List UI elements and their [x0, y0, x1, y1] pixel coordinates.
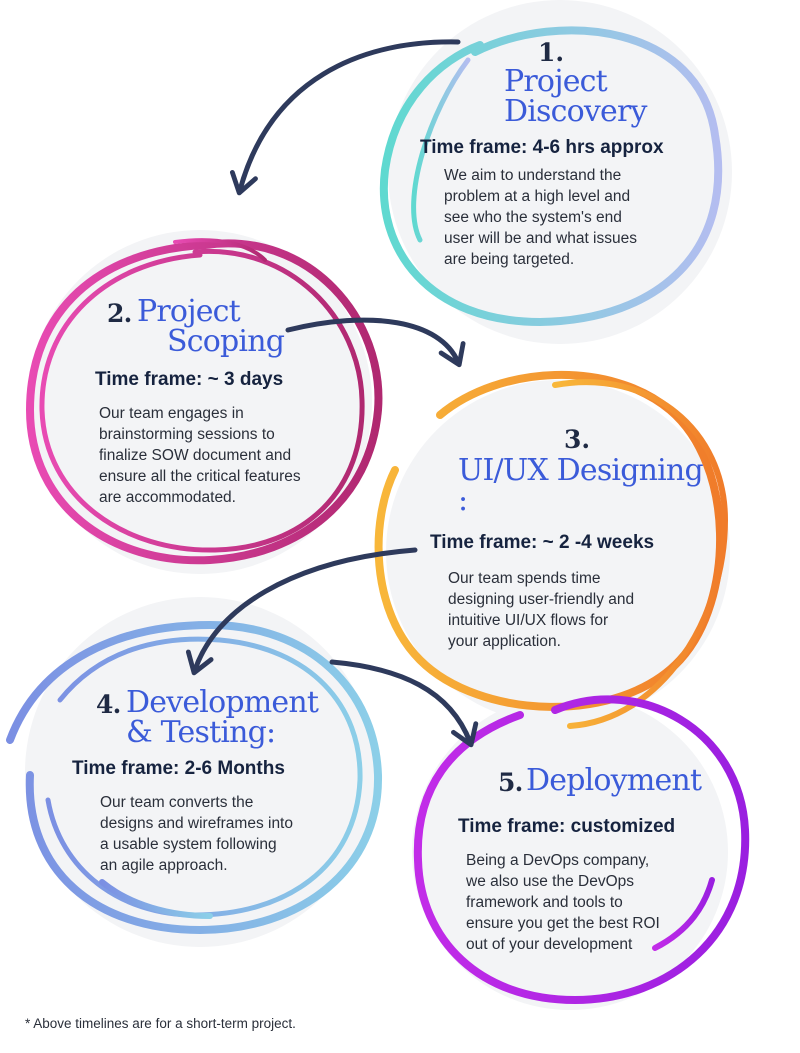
step-2-desc-line: Our team engages in: [99, 405, 244, 422]
step-1-desc-line: are being targeted.: [444, 251, 575, 268]
step-4-title-line-2: & Testing:: [126, 715, 276, 750]
step-3-time-frame: Time frame: ~ 2 -4 weeks: [430, 532, 655, 553]
step-1-desc-line: We aim to understand the: [444, 167, 622, 184]
arrow-1-to-2: [229, 39, 461, 196]
step-2-title: 2. Project Scoping: [107, 294, 375, 359]
arrow-2-to-3: [285, 317, 466, 368]
step-4-time-frame: Time frame: 2-6 Months: [72, 758, 285, 779]
step-2-ring: [25, 238, 383, 565]
step-3-desc-line: intuitive UI/UX flows for: [448, 612, 609, 629]
step-2-description: Our team engages in brainstorming sessio…: [99, 403, 375, 508]
step-4-title-line-1: Development: [126, 685, 319, 720]
step-1-description: We aim to understand the problem at a hi…: [444, 165, 720, 270]
step-1-title: Project Discovery: [504, 67, 720, 127]
step-5-desc-line: framework and tools to: [466, 894, 623, 911]
arrow-3-to-4: [185, 547, 418, 676]
step-3-title: UI/UX Designing :: [458, 456, 720, 516]
bubble-fills: [25, 0, 732, 1010]
step-1-ring: [379, 26, 723, 327]
step-3-ring: [374, 370, 729, 729]
step-5-desc-line: out of your development: [466, 936, 633, 953]
step-2-desc-line: brainstorming sessions to: [99, 426, 275, 443]
step-4-desc-line: a usable system following: [100, 836, 277, 853]
step-1-time-frame: Time frame: 4-6 hrs approx: [420, 137, 664, 158]
step-3-number: 3.: [564, 425, 591, 454]
step-3-desc-line: your application.: [448, 633, 561, 650]
step-4-number: 4.: [96, 690, 121, 719]
step-1-title-line-2: Discovery: [504, 94, 648, 129]
step-2-number: 2.: [107, 299, 132, 328]
step-3: 3. UI/UX Designing : Time frame: ~ 2 -4 …: [430, 425, 720, 652]
step-2-title-line-2: Scoping: [167, 324, 285, 359]
step-4-desc-line: Our team converts the: [100, 794, 254, 811]
step-5-title-line-1: Deployment: [526, 763, 702, 798]
step-2-desc-line: ensure all the critical features: [99, 468, 301, 485]
step-5-number: 5.: [498, 768, 523, 797]
step-2-desc-line: finalize SOW document and: [99, 447, 292, 464]
step-3-description: Our team spends time designing user-frie…: [448, 568, 720, 652]
step-4-desc-line: designs and wireframes into: [100, 815, 293, 832]
step-5: 5. Deployment Time frame: customized Bei…: [458, 766, 748, 955]
step-1-number: 1.: [538, 38, 565, 67]
step-1-desc-line: user will be and what issues: [444, 230, 637, 247]
step-3-title-line-1: UI/UX Designing :: [458, 453, 704, 518]
step-3-desc-line: designing user-friendly and: [448, 591, 635, 608]
step-5-title: 5. Deployment: [498, 763, 748, 798]
flow-arrows: [185, 39, 479, 748]
step-4-title: 4. Development & Testing:: [96, 685, 372, 750]
step-4-description: Our team converts the designs and wirefr…: [100, 792, 372, 876]
step-4: 4. Development & Testing: Time frame: 2-…: [72, 688, 372, 876]
step-5-time-frame: Time frame: customized: [458, 816, 676, 837]
step-5-desc-line: ensure you get the best ROI: [466, 915, 660, 932]
arrow-4-to-5: [329, 659, 479, 748]
step-1: 1. Project Discovery Time frame: 4-6 hrs…: [420, 38, 720, 270]
step-5-desc-line: we also use the DevOps: [466, 873, 635, 890]
step-5-description: Being a DevOps company, we also use the …: [466, 850, 748, 955]
step-4-desc-line: an agile approach.: [100, 857, 228, 874]
footnote: * Above timelines are for a short-term p…: [25, 1016, 296, 1031]
step-1-title-line-1: Project: [504, 64, 608, 99]
step-5-ring: [413, 695, 750, 1005]
step-3-desc-line: Our team spends time: [448, 570, 601, 587]
step-1-desc-line: see who the system's end: [444, 209, 622, 226]
step-2-time-frame: Time frame: ~ 3 days: [95, 369, 284, 390]
step-2: 2. Project Scoping Time frame: ~ 3 days …: [95, 297, 375, 508]
step-4-ring: [6, 620, 383, 935]
step-2-desc-line: are accommodated.: [99, 489, 236, 506]
step-5-desc-line: Being a DevOps company,: [466, 852, 650, 869]
step-1-desc-line: problem at a high level and: [444, 188, 631, 205]
step-2-title-line-1: Project: [137, 294, 241, 329]
